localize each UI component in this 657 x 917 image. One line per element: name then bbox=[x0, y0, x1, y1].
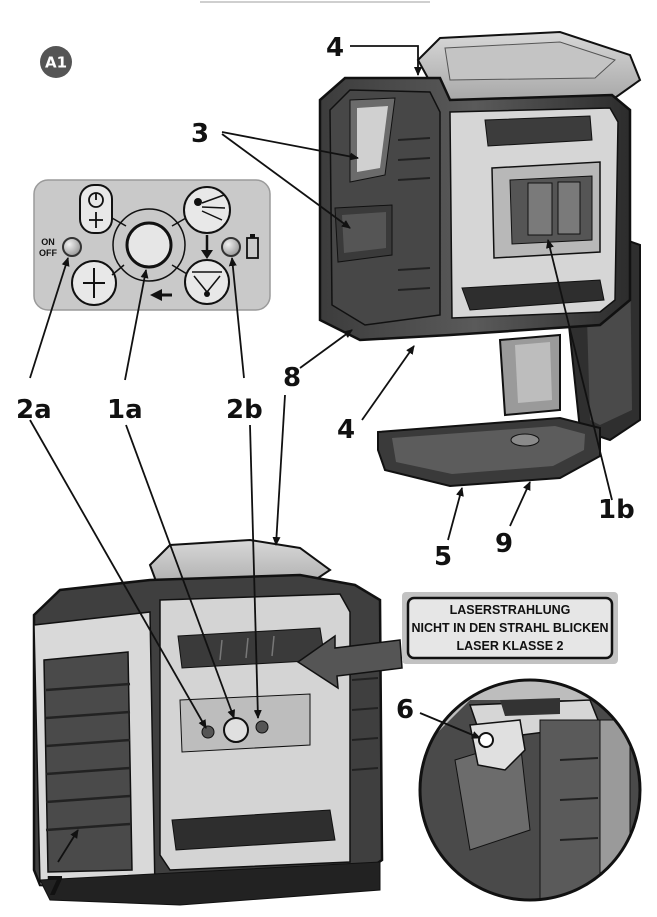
callout-8: 8 bbox=[283, 363, 301, 393]
callouts: 4 3 8 4 2a 1a 2b 1b 5 9 6 7 bbox=[16, 33, 635, 902]
leader-lines bbox=[29, 45, 613, 863]
zoom-detail bbox=[418, 678, 642, 902]
horizontal-beam-icon bbox=[183, 186, 231, 234]
callout-7: 7 bbox=[46, 872, 64, 902]
battery-indicator bbox=[221, 237, 241, 257]
bottom-device bbox=[32, 538, 384, 906]
control-panel-inset: ON OFF bbox=[33, 179, 271, 311]
callout-4-top: 4 bbox=[326, 33, 344, 63]
warning-line-1: LASERSTRAHLUNG bbox=[450, 603, 571, 617]
callout-6: 6 bbox=[396, 695, 414, 725]
power-plumb-icon bbox=[79, 184, 113, 234]
off-label: OFF bbox=[39, 248, 57, 258]
laser-housing bbox=[318, 30, 642, 342]
top-device bbox=[318, 30, 642, 488]
mount-hole bbox=[478, 732, 494, 748]
callout-9: 9 bbox=[495, 529, 513, 559]
figure-badge: A1 bbox=[40, 46, 72, 78]
on-off-button-small[interactable] bbox=[201, 725, 215, 739]
callout-4-bottom: 4 bbox=[337, 415, 355, 445]
figure-badge-text: A1 bbox=[45, 54, 67, 72]
label-arrow bbox=[296, 634, 403, 690]
callout-1a: 1a bbox=[107, 395, 143, 425]
callout-2b: 2b bbox=[226, 395, 263, 425]
warning-label: LASERSTRAHLUNG NICHT IN DEN STRAHL BLICK… bbox=[402, 592, 618, 664]
on-label: ON bbox=[41, 237, 55, 247]
plumb-icon bbox=[71, 260, 117, 306]
warning-line-2: NICHT IN DEN STRAHL BLICKEN bbox=[412, 621, 609, 635]
callout-5: 5 bbox=[434, 542, 452, 572]
battery-indicator-small bbox=[255, 720, 269, 734]
warning-line-3: LASER KLASSE 2 bbox=[457, 639, 564, 653]
mode-button[interactable] bbox=[125, 221, 173, 269]
callout-1b: 1b bbox=[598, 495, 635, 525]
on-off-button[interactable] bbox=[62, 237, 82, 257]
arrow-icon bbox=[150, 235, 213, 301]
cross-beam-icon bbox=[184, 259, 230, 305]
battery-icon bbox=[246, 234, 259, 259]
callout-2a: 2a bbox=[16, 395, 52, 425]
mode-button-small[interactable] bbox=[223, 717, 249, 743]
callout-3: 3 bbox=[191, 119, 209, 149]
